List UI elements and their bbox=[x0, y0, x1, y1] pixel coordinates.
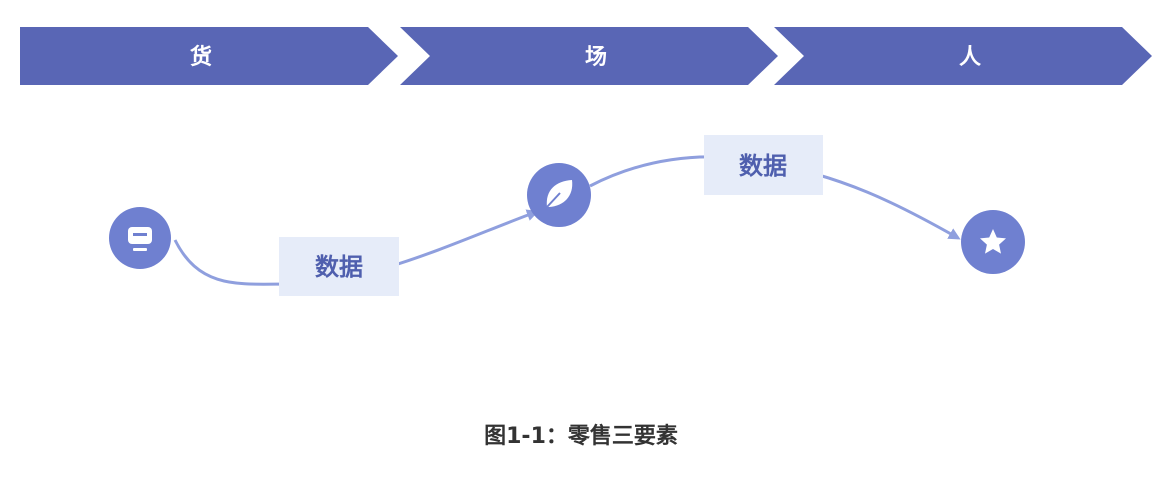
star-icon bbox=[980, 229, 1006, 254]
message-icon bbox=[128, 227, 152, 251]
banner-chevron-3 bbox=[774, 27, 1152, 85]
stage-banner: 货 场 人 bbox=[20, 27, 1152, 85]
data-label-text: 数据 bbox=[315, 253, 363, 281]
banner-chevron-1 bbox=[20, 27, 398, 85]
figure-caption: 图1-1：零售三要素 bbox=[484, 424, 678, 449]
flow-node-2 bbox=[527, 163, 591, 227]
data-label-text: 数据 bbox=[739, 152, 787, 180]
data-label-box bbox=[279, 237, 399, 296]
leaf-icon bbox=[546, 180, 573, 208]
flow-node-3 bbox=[961, 210, 1025, 274]
banner-label-3: 人 bbox=[959, 45, 981, 70]
data-label-box bbox=[704, 135, 823, 195]
data-label-1: 数据 bbox=[279, 237, 399, 296]
flow-node-1 bbox=[109, 207, 171, 269]
banner-label-1: 货 bbox=[190, 44, 212, 70]
data-label-2: 数据 bbox=[704, 135, 823, 195]
banner-label-2: 场 bbox=[585, 45, 607, 70]
banner-chevron-2 bbox=[400, 27, 778, 85]
